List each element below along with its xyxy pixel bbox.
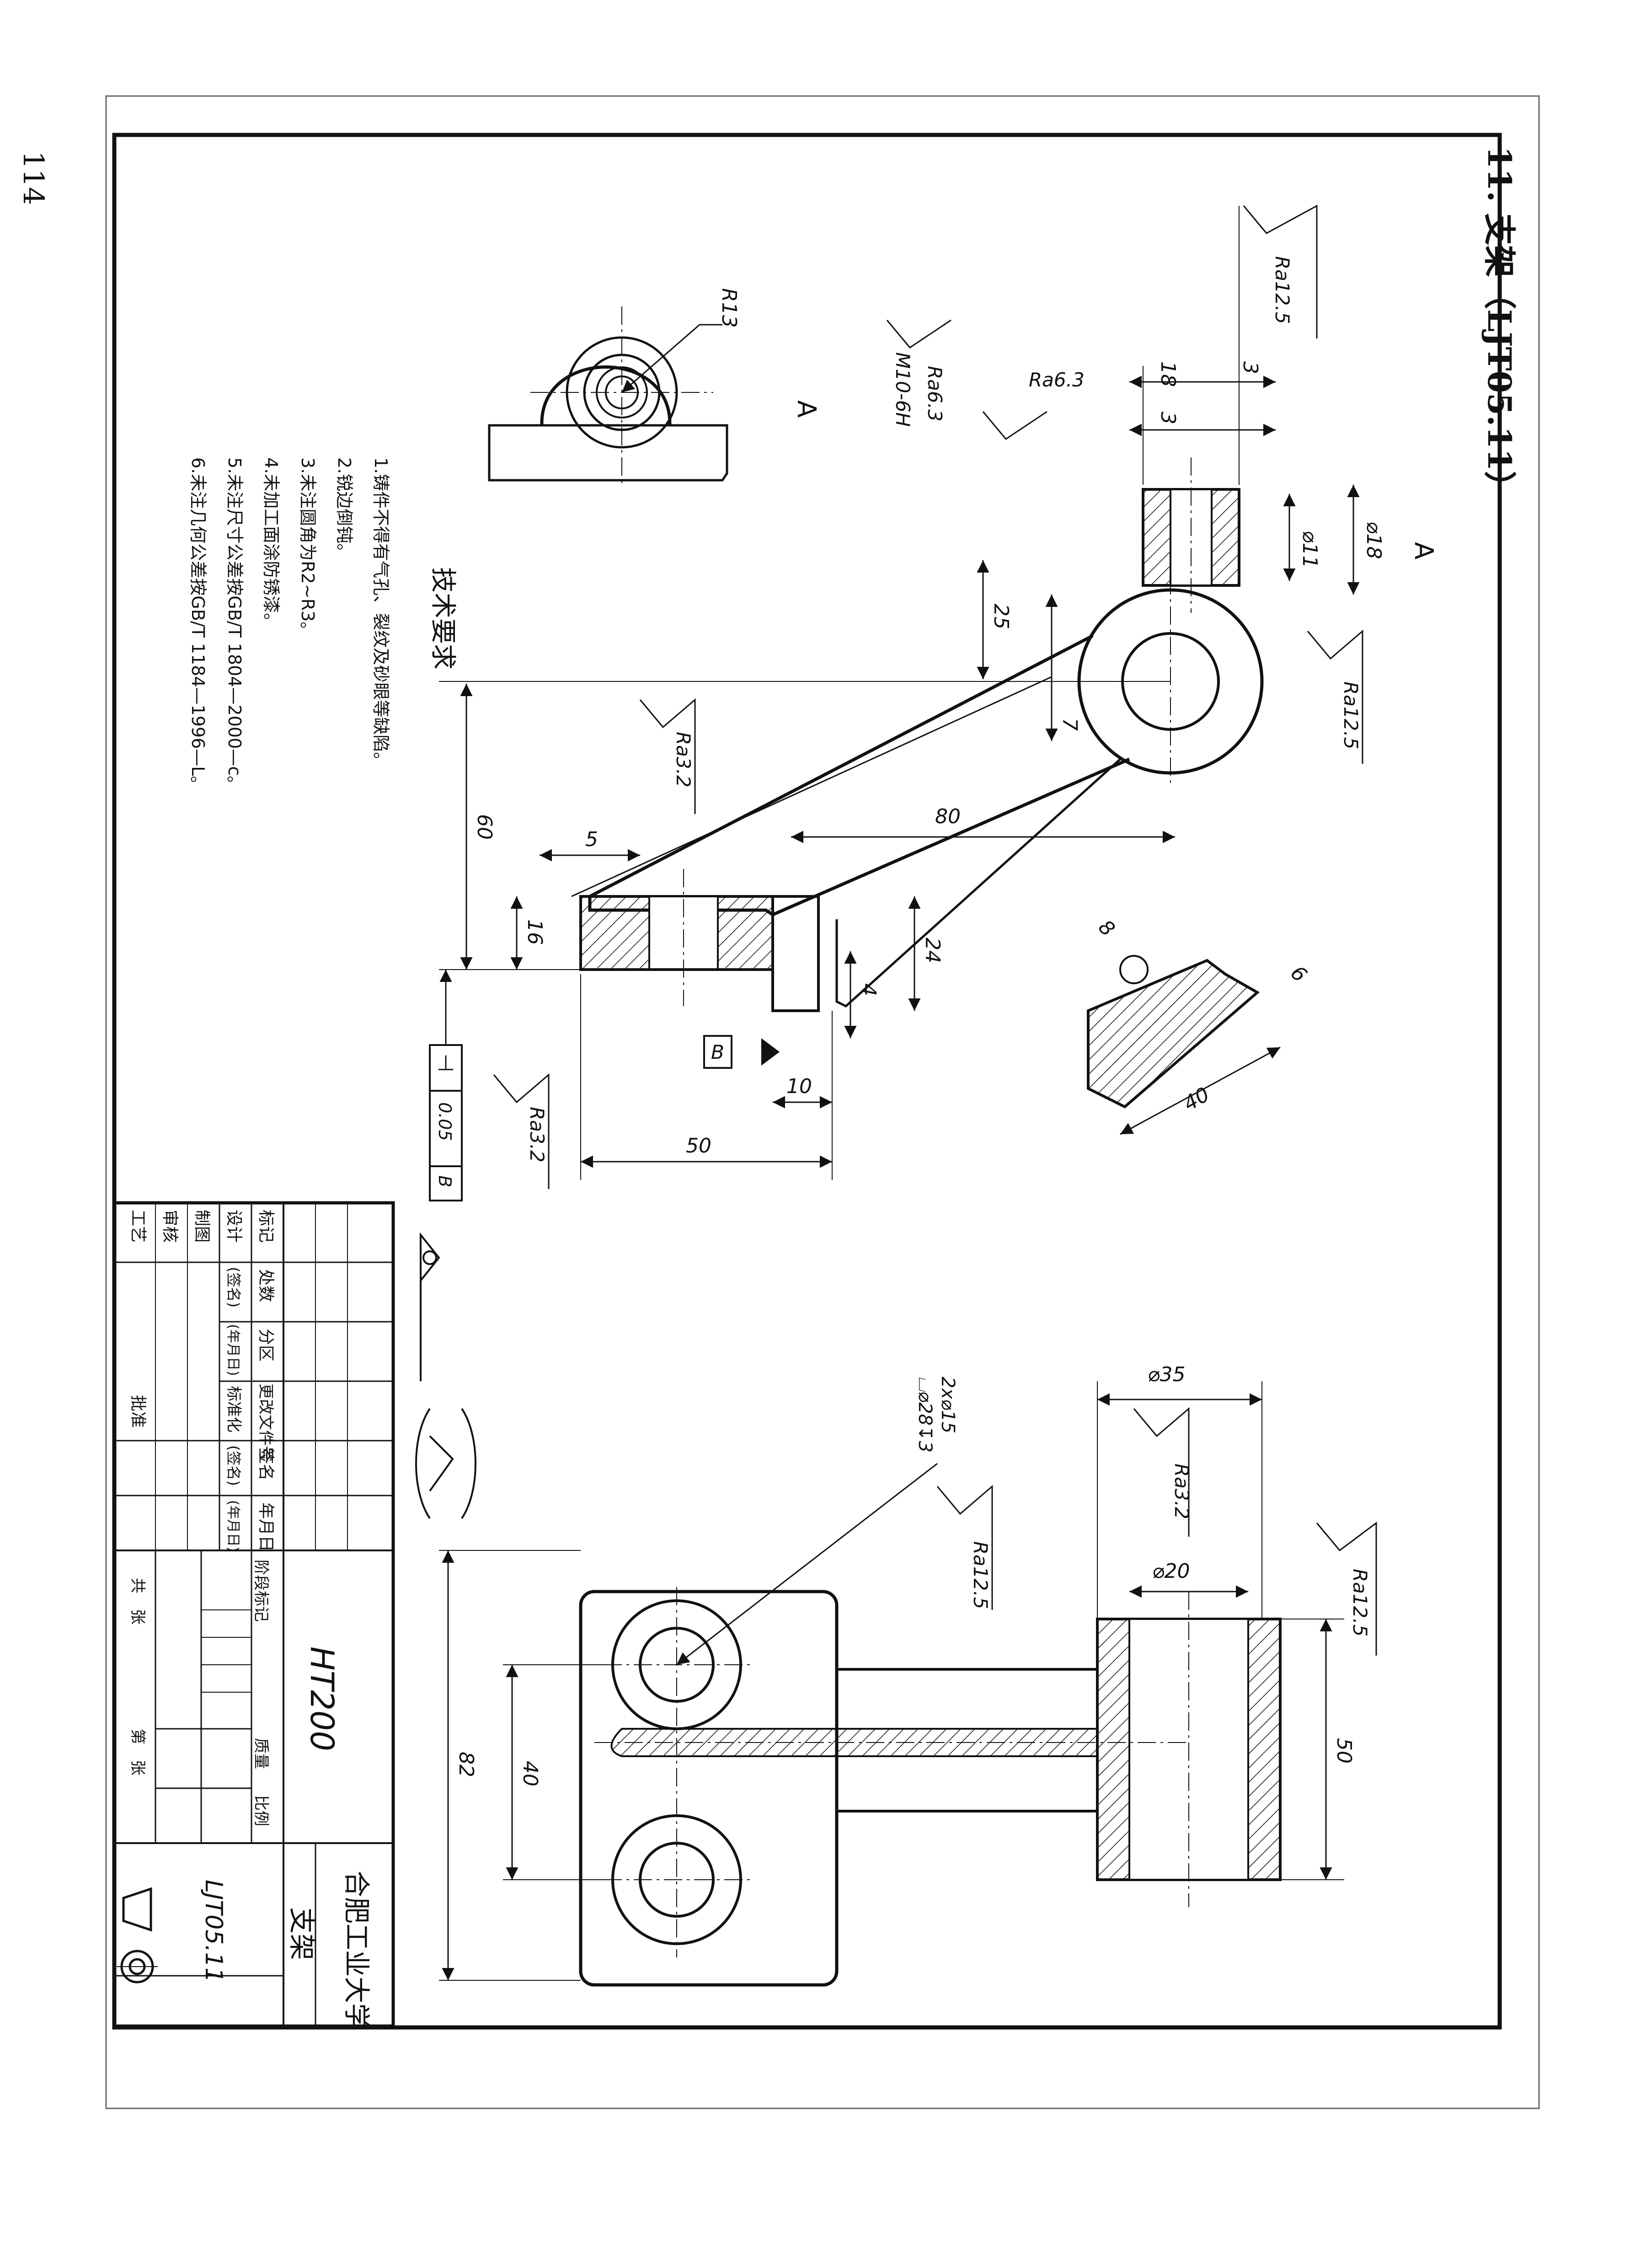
dim-4: 4 xyxy=(857,983,880,996)
tb-row2: (签名) xyxy=(225,1445,242,1486)
tb-stage-label: 阶段标记 xyxy=(252,1560,270,1622)
dim-25: 25 xyxy=(989,604,1013,629)
roughness-ra12-5: Ra12.5 xyxy=(1349,1569,1371,1636)
tb-approve: 批准 xyxy=(128,1395,147,1428)
tb-row1: 处数 xyxy=(257,1269,275,1302)
drawing-number: LJT05.11 xyxy=(200,1880,227,1983)
tb-row1: 更改文件号 xyxy=(257,1383,275,1461)
dim-40: 40 xyxy=(1180,1083,1213,1115)
dim-8: 8 xyxy=(1094,916,1119,941)
tb-row2: (年月日) xyxy=(225,1500,241,1552)
tb-sheets-label: 共 张 xyxy=(128,1578,147,1625)
company-name: 合肥工业大学 xyxy=(341,1871,372,2030)
dim-phi35: ⌀35 xyxy=(1148,1363,1185,1386)
tb-row2: (年月日) xyxy=(225,1324,241,1376)
arrow-a-label: A xyxy=(1409,542,1438,559)
top-view xyxy=(415,1232,1377,1987)
roughness-ra3-2: Ra3.2 xyxy=(672,732,695,788)
dim-40-top: 40 xyxy=(518,1761,542,1786)
requirement-item: 5.未注尺寸公差按GB/T 1804—2000—c。 xyxy=(224,457,245,793)
dim-18: 18 xyxy=(1156,361,1180,387)
roughness-ra3-2: Ra3.2 xyxy=(1170,1464,1193,1519)
dim-10: 10 xyxy=(786,1075,812,1098)
dim-16: 16 xyxy=(523,919,546,945)
roughness-ra12-5: Ra12.5 xyxy=(1340,681,1362,749)
roughness-ra12-5: Ra12.5 xyxy=(1271,256,1293,324)
requirement-item: 3.未注圆角为R2~R3。 xyxy=(298,457,318,639)
dim-24: 24 xyxy=(921,938,944,963)
dim-5: 5 xyxy=(585,828,598,851)
tb-row2: 设计 xyxy=(224,1210,243,1243)
tb-row1: 年月日 xyxy=(257,1502,275,1552)
dim-50: 50 xyxy=(686,1134,711,1158)
requirement-item: 6.未注几何公差按GB/T 1184—1996—L。 xyxy=(188,457,208,793)
dim-82: 82 xyxy=(454,1752,478,1777)
tb-row1: 签名 xyxy=(257,1448,275,1480)
dim-60: 60 xyxy=(473,814,496,840)
roughness-ra12-5: Ra12.5 xyxy=(969,1541,992,1609)
material: HT200 xyxy=(303,1646,341,1751)
tb-mass-label: 质量 xyxy=(252,1738,270,1769)
tolerance-datum: B xyxy=(435,1175,455,1187)
dim-3b: 3 xyxy=(1156,412,1180,424)
tb-sheet-label: 第 张 xyxy=(128,1729,147,1775)
dim-7: 7 xyxy=(1058,718,1081,731)
dim-phi11: ⌀11 xyxy=(1298,531,1321,568)
dim-50-top: 50 xyxy=(1332,1738,1356,1764)
tolerance-value: 0.05 xyxy=(435,1102,455,1141)
dim-80: 80 xyxy=(935,805,961,828)
requirement-item: 2.锐边倒钝。 xyxy=(334,457,354,561)
view-a-radius: R13 xyxy=(717,288,741,328)
requirement-item: 4.未加工面涂防锈漆。 xyxy=(261,457,281,630)
tb-left-label: 审核 xyxy=(160,1210,179,1243)
roughness-ra3-2: Ra3.2 xyxy=(526,1107,548,1163)
drawing-frame xyxy=(112,133,1502,2030)
roughness-ra6-3: Ra6.3 xyxy=(924,366,946,422)
title-block xyxy=(112,1201,395,2028)
part-name: 支架 xyxy=(286,1907,317,1960)
dim-6: 6 xyxy=(1286,961,1311,987)
datum-label: B xyxy=(711,1041,724,1063)
tb-row1: 分区 xyxy=(257,1329,275,1362)
roughness-ra6-3: Ra6.3 xyxy=(1029,369,1085,391)
dim-phi18: ⌀18 xyxy=(1362,521,1385,559)
thread-label: M10-6H xyxy=(892,352,914,427)
tb-row2: (签名) xyxy=(225,1267,242,1308)
requirement-item: 1.铸件不得有气孔、裂纹及砂眼等缺陷。 xyxy=(371,457,391,769)
dim-phi20: ⌀20 xyxy=(1152,1560,1190,1583)
view-a xyxy=(488,306,728,485)
tb-row1: 标记 xyxy=(257,1210,275,1243)
sheet-border xyxy=(105,95,1540,2109)
view-a-label: A xyxy=(791,400,821,418)
dim-3a: 3 xyxy=(1239,361,1262,374)
tb-row2: 标准化 xyxy=(224,1386,243,1432)
tb-scale-label: 比例 xyxy=(252,1795,270,1826)
tb-left-label: 制图 xyxy=(192,1210,211,1243)
requirements-title: 技术要求 xyxy=(428,567,458,670)
main-view xyxy=(429,204,1363,1201)
tolerance-symbol: ⊥ xyxy=(437,1051,455,1075)
tb-left-label: 工艺 xyxy=(128,1210,147,1243)
hole-spec-line1: 2x⌀15 xyxy=(937,1377,958,1433)
hole-spec-line2: ⌴⌀28↧3 xyxy=(914,1377,935,1453)
